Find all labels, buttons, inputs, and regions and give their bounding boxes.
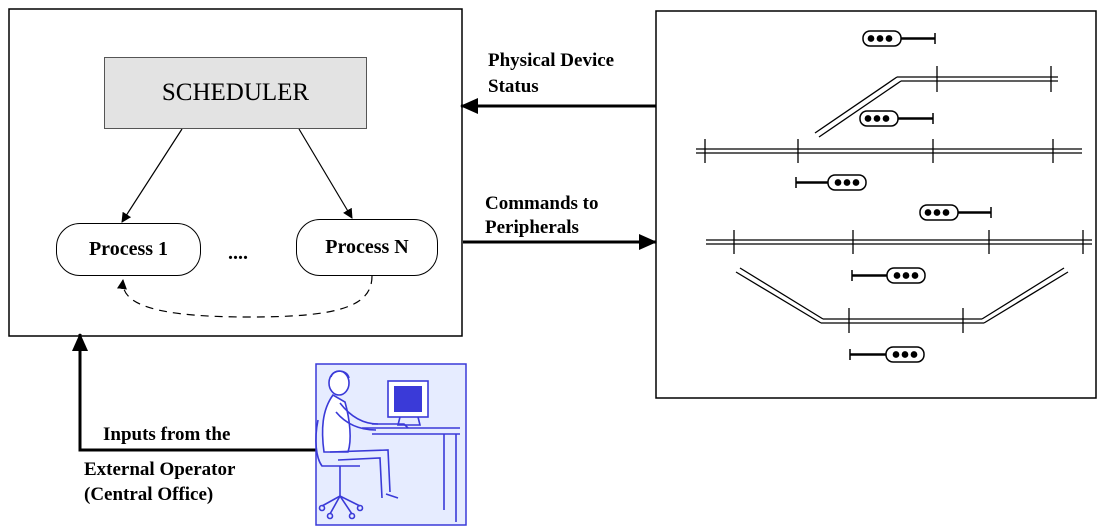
railway-signal-icon — [795, 30, 992, 363]
inputs-label-line2: External Operator — [84, 459, 236, 480]
operator-at-computer-icon — [315, 363, 467, 526]
process-feedback-arc — [117, 275, 373, 318]
inputs-label-line3: (Central Office) — [84, 484, 214, 505]
inputs-label-line1: Inputs from the — [103, 424, 231, 445]
commands-label-line2: Peripherals — [485, 217, 579, 238]
process-1-box: Process 1 — [56, 223, 201, 276]
status-label-line2: Status — [488, 76, 539, 97]
process-n-box: Process N — [296, 219, 438, 276]
scheduler-box: SCHEDULER — [104, 57, 367, 129]
operator-input-arrow — [72, 333, 316, 452]
status-label-line1: Physical Device — [488, 50, 615, 71]
scheduler-to-process1-arrow — [121, 128, 183, 223]
railway-track-icon — [696, 66, 1092, 333]
peripherals-box — [655, 10, 1097, 399]
commands-label-line1: Commands to — [485, 193, 599, 214]
system-box — [8, 8, 463, 337]
process-ellipsis: .... — [228, 242, 248, 264]
scheduler-to-processN-arrow — [298, 128, 353, 219]
